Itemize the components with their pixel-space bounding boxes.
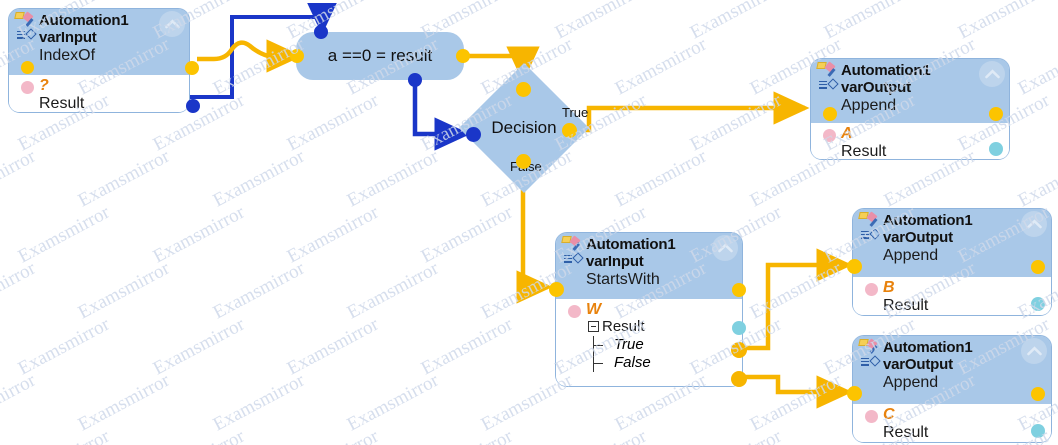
port-variable[interactable] xyxy=(823,129,836,142)
port-operation-in[interactable] xyxy=(847,386,862,401)
node-operation-label: Append xyxy=(883,247,939,264)
node-title: Automation1 xyxy=(883,339,973,356)
port-expr-top-in[interactable] xyxy=(314,25,328,39)
node-header[interactable]: Automation1 varInput IndexOf xyxy=(9,9,189,75)
node-subtitle: varOutput xyxy=(883,229,953,246)
node-subtitle: varInput xyxy=(586,253,644,270)
node-expression[interactable]: a ==0 = result xyxy=(290,25,470,87)
node-body: W Result True False xyxy=(556,299,742,386)
port-variable[interactable] xyxy=(21,81,34,94)
node-header[interactable]: Automation1 varOutput Append xyxy=(853,209,1051,277)
port-expr-right-out[interactable] xyxy=(456,49,470,63)
node-result-label: Result xyxy=(841,143,887,160)
tree-label-false: False xyxy=(614,354,651,371)
port-result-out[interactable] xyxy=(989,142,1003,156)
tree-row-result[interactable]: Result xyxy=(588,318,736,336)
node-result-label: Result xyxy=(883,297,929,314)
node-variable-label: B xyxy=(883,279,895,296)
node-header[interactable]: Automation1 varOutput Append xyxy=(811,59,1009,123)
port-expr-left-in[interactable] xyxy=(290,49,304,63)
node-subtitle: varOutput xyxy=(841,79,911,96)
chevron-up-icon[interactable] xyxy=(712,235,738,261)
node-variable-label: W xyxy=(586,301,602,318)
port-result-out[interactable] xyxy=(186,99,200,113)
port-expr-bottom-out[interactable] xyxy=(408,73,422,87)
node-decision[interactable]: Decision xyxy=(458,62,590,194)
node-type-icon xyxy=(858,338,881,373)
node-variable-label: C xyxy=(883,406,895,423)
tree-line-vertical xyxy=(593,336,595,372)
port-decision-condition-in[interactable] xyxy=(466,127,481,142)
port-operation-in[interactable] xyxy=(21,61,34,74)
port-decision-true-out[interactable] xyxy=(562,123,577,138)
port-decision-in[interactable] xyxy=(516,82,531,97)
decision-label: Decision xyxy=(491,118,557,137)
port-result-out[interactable] xyxy=(1031,424,1045,438)
port-operation-out[interactable] xyxy=(185,61,199,75)
port-operation-out[interactable] xyxy=(732,283,746,297)
port-decision-false-out[interactable] xyxy=(516,154,531,169)
chevron-up-icon[interactable] xyxy=(1021,211,1047,237)
node-subtitle: varInput xyxy=(39,29,97,46)
node-type-icon xyxy=(858,211,881,246)
node-header[interactable]: Automation1 varInput StartsWith xyxy=(556,233,742,299)
node-subtitle: varOutput xyxy=(883,356,953,373)
node-title: Automation1 xyxy=(841,62,931,79)
expression-text: a ==0 = result xyxy=(327,46,433,65)
node-varinput-startswith[interactable]: Automation1 varInput StartsWith W Result… xyxy=(549,232,747,387)
node-body: C Result xyxy=(853,404,1051,442)
port-operation-out[interactable] xyxy=(1031,387,1045,401)
port-true-out[interactable] xyxy=(731,342,747,358)
node-title: Automation1 xyxy=(39,12,129,29)
port-result-out[interactable] xyxy=(732,321,746,335)
node-header[interactable]: Automation1 varOutput Append xyxy=(853,336,1051,404)
node-type-icon xyxy=(14,11,37,46)
tree-row-false[interactable]: False xyxy=(588,354,736,372)
node-varoutput-c[interactable]: Automation1 varOutput Append C Result xyxy=(847,335,1052,443)
node-result-label: Result xyxy=(39,95,85,112)
decision-true-label: True xyxy=(562,105,589,120)
port-operation-in[interactable] xyxy=(549,282,564,297)
port-false-out[interactable] xyxy=(731,371,747,387)
node-title: Automation1 xyxy=(586,236,676,253)
node-title: Automation1 xyxy=(883,212,973,229)
port-variable[interactable] xyxy=(865,410,878,423)
port-variable[interactable] xyxy=(865,283,878,296)
result-tree: Result True False xyxy=(588,318,736,372)
node-body: ? Result xyxy=(9,75,189,112)
node-operation-label: IndexOf xyxy=(39,47,96,64)
node-varoutput-a[interactable]: Automation1 varOutput Append A Result xyxy=(810,58,1010,160)
node-result-label: Result xyxy=(883,424,929,441)
node-type-icon xyxy=(561,235,584,270)
port-operation-out[interactable] xyxy=(1031,260,1045,274)
tree-line-horizontal xyxy=(593,363,603,365)
node-varoutput-b[interactable]: Automation1 varOutput Append B Result xyxy=(847,208,1052,316)
tree-label-true: True xyxy=(614,336,644,353)
node-varinput-indexof[interactable]: Automation1 varInput IndexOf ? Result xyxy=(8,8,200,113)
collapse-toggle-icon[interactable] xyxy=(588,321,599,332)
chevron-up-icon[interactable] xyxy=(1021,338,1047,364)
tree-label-result: Result xyxy=(602,318,645,335)
node-operation-label: Append xyxy=(883,374,939,391)
node-type-icon xyxy=(816,61,839,96)
port-operation-out[interactable] xyxy=(989,107,1003,121)
chevron-up-icon[interactable] xyxy=(159,11,185,37)
port-result-out[interactable] xyxy=(1031,297,1045,311)
port-operation-in[interactable] xyxy=(823,107,837,121)
node-operation-label: StartsWith xyxy=(586,271,660,288)
node-body: A Result xyxy=(811,123,1009,160)
chevron-up-icon[interactable] xyxy=(979,61,1005,87)
tree-line-horizontal xyxy=(593,345,603,347)
node-variable-label: ? xyxy=(39,77,49,94)
port-operation-in[interactable] xyxy=(847,259,862,274)
node-operation-label: Append xyxy=(841,97,897,114)
tree-row-true[interactable]: True xyxy=(588,336,736,354)
port-variable[interactable] xyxy=(568,305,581,318)
node-variable-label: A xyxy=(841,125,853,142)
node-body: B Result xyxy=(853,277,1051,315)
